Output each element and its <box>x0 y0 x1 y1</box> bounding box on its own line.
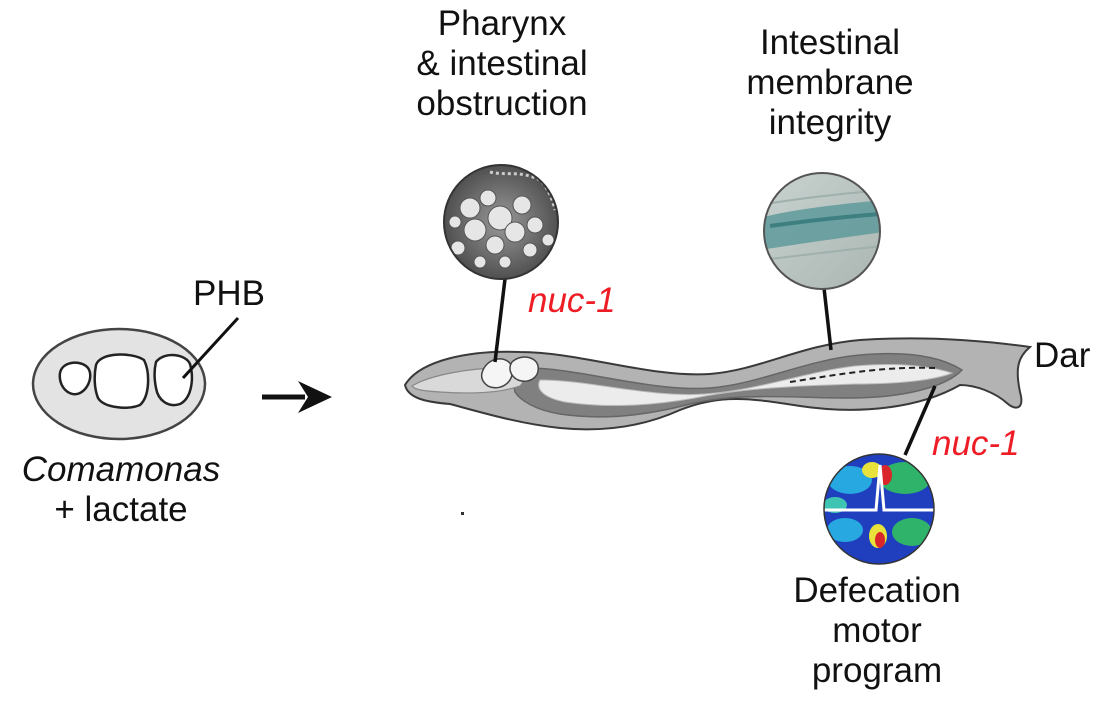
defecation-heatmap-icon <box>823 453 935 565</box>
worm-body <box>403 337 1033 431</box>
phb-pointer-line <box>181 316 240 380</box>
pharynx-title: Pharynx & intestinal obstruction <box>402 4 602 124</box>
defecation-title-line-1: Defecation <box>793 571 961 610</box>
phb-granule <box>58 361 92 396</box>
nuc1-label-top: nuc-1 <box>528 281 616 320</box>
pharynx-title-line-1: Pharynx <box>437 4 567 43</box>
nuc1-label-bottom: nuc-1 <box>932 424 1020 463</box>
intestinal-title-line-2: membrane <box>746 63 914 102</box>
phb-granule <box>153 353 194 407</box>
intestinal-title-line-3: integrity <box>768 103 892 142</box>
defecation-title-line-2: motor <box>832 611 922 650</box>
bacteria-supplement: + lactate <box>54 490 188 529</box>
pharynx-title-line-2: & intestinal <box>416 44 588 83</box>
phb-granule <box>93 353 150 409</box>
comamonas-bacterium <box>31 327 207 441</box>
intestine-stain-icon <box>763 172 881 290</box>
bacteria-label: Comamonas + lactate <box>0 450 242 530</box>
intestinal-title-line-1: Intestinal <box>759 23 901 62</box>
phb-label: PHB <box>193 274 265 313</box>
pharynx-bulb <box>480 356 539 389</box>
defecation-leader-line <box>903 385 937 456</box>
defecation-title: Defecation motor program <box>768 571 986 691</box>
right-arrow-icon <box>262 381 332 413</box>
defecation-title-line-3: program <box>811 651 943 690</box>
stray-mark <box>461 512 464 515</box>
pharynx-leader-line <box>493 278 507 363</box>
pharynx-micrograph-icon <box>443 164 559 280</box>
intestine-leader-line <box>822 287 833 351</box>
dar-label: Dar <box>1034 336 1091 375</box>
pharynx-title-line-3: obstruction <box>416 84 588 123</box>
bacteria-name: Comamonas <box>21 450 221 489</box>
intestinal-title: Intestinal membrane integrity <box>730 23 930 143</box>
